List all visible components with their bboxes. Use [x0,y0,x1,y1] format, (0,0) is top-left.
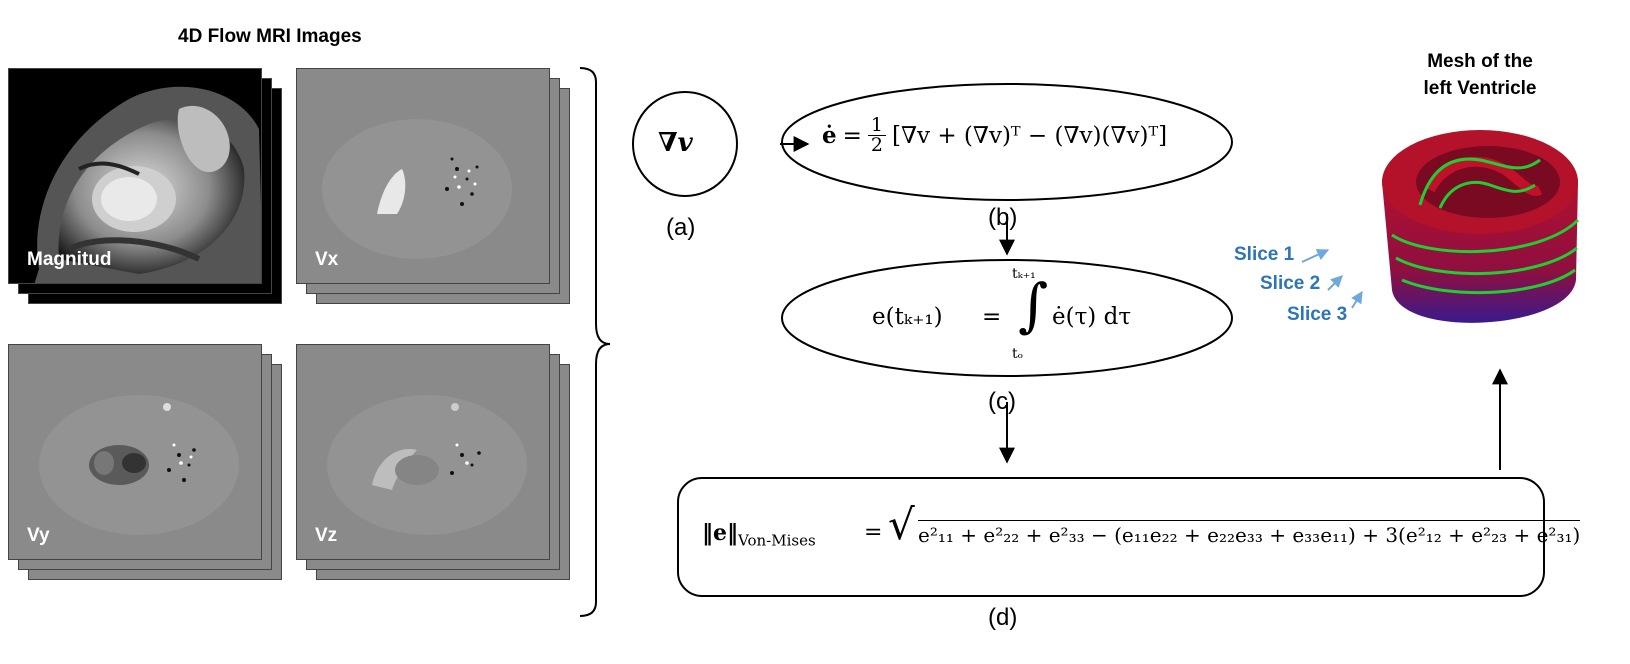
slice-3-pointer [1351,290,1363,309]
step-b-numerator: 1 [867,116,887,136]
step-d-subscript: Von-Mises [738,531,816,550]
step-c-lower-limit: tₒ [1012,346,1024,362]
slice-pointers [1301,249,1363,309]
step-b-denominator: 2 [870,134,884,156]
left-ventricle-mesh [1382,130,1580,323]
magnitude-image: Magnitud [8,68,262,284]
mesh-title-line1: Mesh of the [1427,51,1533,72]
step-c-eq: = [982,304,1002,330]
slice-2-label: Slice 2 [1260,273,1321,294]
step-c-formula: e(tₖ₊₁) = ∫ tₖ₊₁ tₒ ė(τ) dτ [872,266,1172,370]
step-b-ellipse [781,83,1233,201]
step-b-rhs: [∇v + (∇v)ᵀ − (∇v)(∇v)ᵀ] [892,122,1168,149]
step-c-integrand: ė(τ) dτ [1052,304,1132,330]
vz-label: Vz [315,525,338,546]
step-d-radicand: e²₁₁ + e²₂₂ + e²₃₃ − (e₁₁e₂₂ + e₂₂e₃₃ + … [918,520,1581,547]
step-d-label: (d) [988,604,1018,631]
step-d-lhs: ‖e‖ [702,520,738,546]
brace [579,67,611,617]
step-a-formula: ∇v [658,128,693,158]
vz-image: Vz [296,344,550,560]
step-d-formula: ‖e‖Von-Mises = √ e²₁₁ + e²₂₂ + e²₃₃ − (e… [702,504,1581,564]
vx-image: Vx [296,68,550,284]
slice-1-pointer [1301,249,1330,263]
step-c-label: (c) [988,388,1016,415]
images-title: 4D Flow MRI Images [178,26,362,47]
step-c-upper-limit: tₖ₊₁ [1012,266,1036,282]
step-a-label: (a) [666,214,696,241]
step-c-lhs: e(tₖ₊₁) [872,304,943,330]
integral-sign: ∫ [1018,271,1049,339]
step-c-ellipse [781,259,1233,377]
step-a-circle [632,91,738,197]
step-d-box [677,477,1545,597]
step-b-formula: ė = 1 2 [∇v + (∇v)ᵀ − (∇v)(∇v)ᵀ] [822,116,1167,155]
vy-image: Vy [8,344,262,560]
step-b-fraction: 1 2 [867,116,887,156]
vy-label: Vy [27,525,50,546]
step-b-eq: = [842,122,862,149]
slice-3-label: Slice 3 [1287,304,1348,325]
step-b-lhs: ė [822,122,837,149]
slice-2-pointer [1327,275,1343,291]
sqrt-sign: √ [888,500,915,549]
vx-label: Vx [315,249,339,270]
magnitude-label: Magnitud [27,249,112,270]
slice-contours [1391,157,1580,295]
mesh-title: Mesh of the left Ventricle [1380,48,1580,102]
mesh-title-line2: left Ventricle [1423,78,1537,99]
slice-1-label: Slice 1 [1234,244,1295,265]
step-d-eq: = [864,520,883,545]
step-b-label: (b) [988,204,1018,231]
